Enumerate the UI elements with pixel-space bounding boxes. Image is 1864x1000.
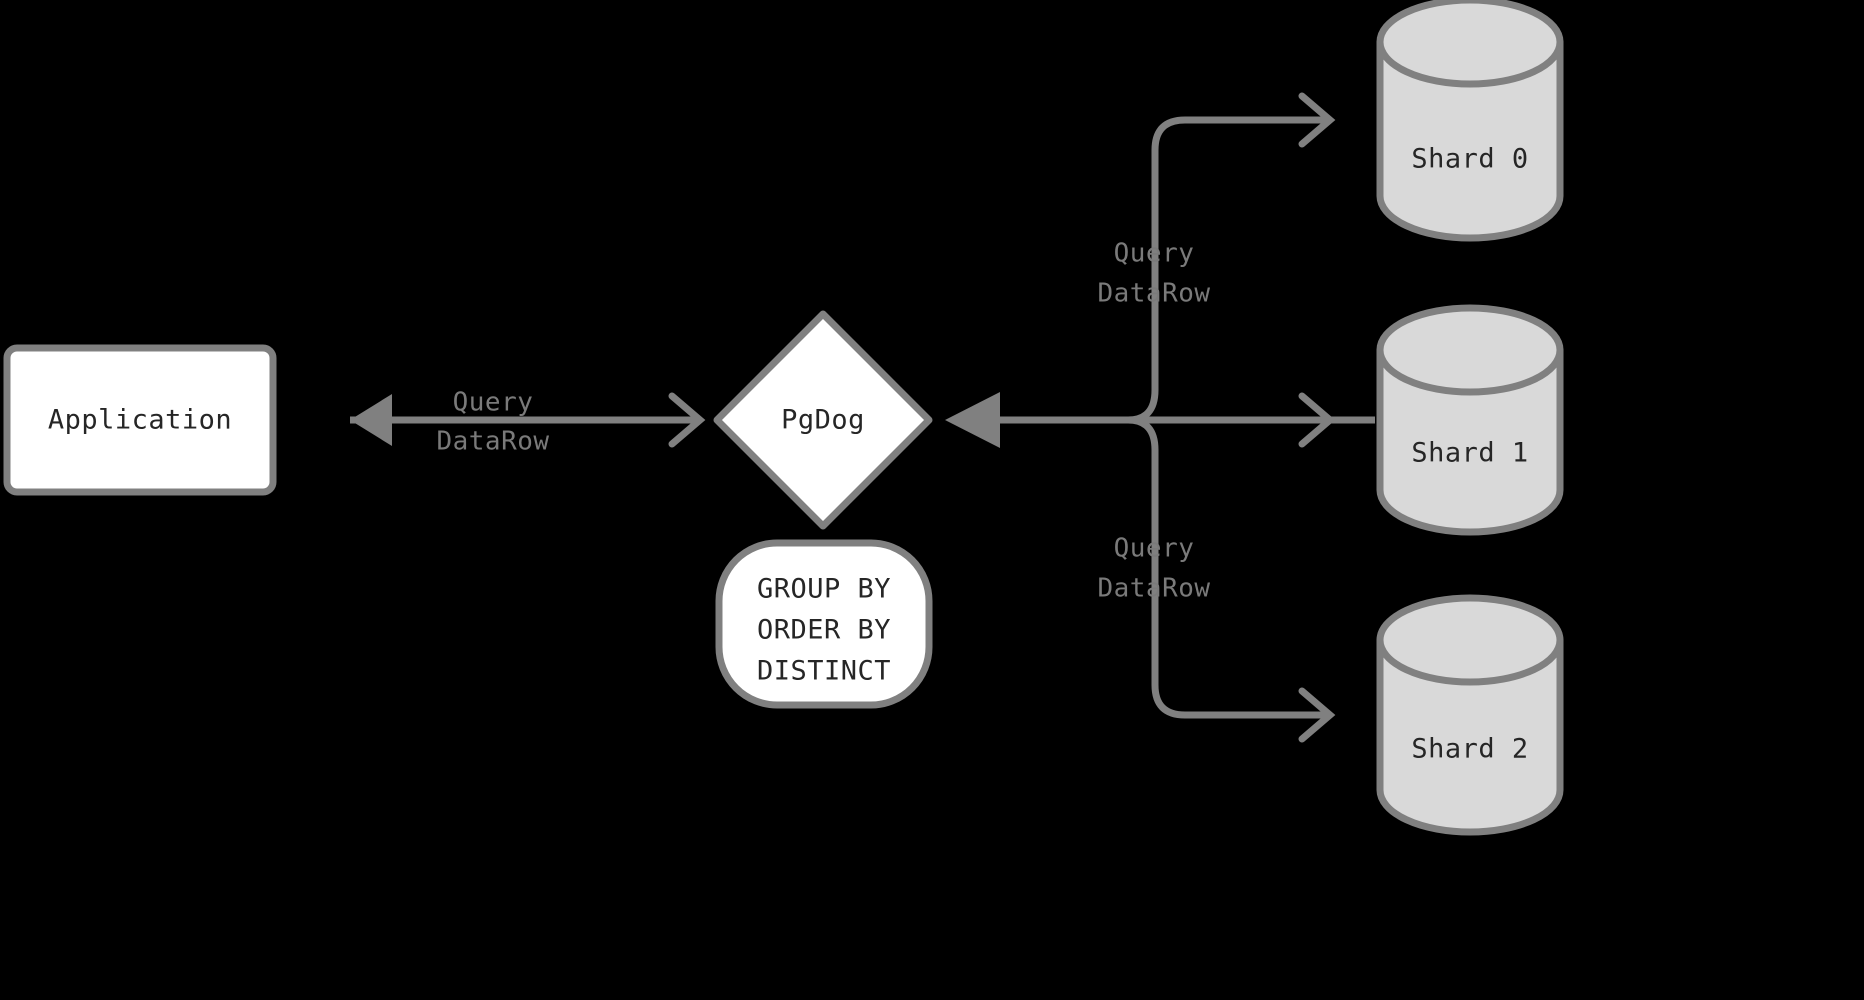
node-operations[interactable]: GROUP BY ORDER BY DISTINCT	[715, 539, 933, 709]
application-label: Application	[48, 405, 232, 436]
edge-label-shard-top-line1: Query	[1114, 239, 1195, 269]
shard2-label: Shard 2	[1411, 734, 1528, 765]
shard1-cylinder-top	[1376, 304, 1564, 396]
node-pgdog[interactable]: PgDog	[713, 310, 933, 530]
shard0-cylinder-body[interactable]	[1376, 38, 1564, 242]
operations-box[interactable]	[715, 539, 933, 709]
edge-label-shard-top: Query DataRow	[1097, 239, 1210, 309]
edge-pgdog-to-application	[350, 394, 560, 446]
edge-label-shard-bottom: Query DataRow	[1097, 534, 1210, 604]
node-application[interactable]: Application	[3, 344, 277, 496]
arrowhead-to-shard0	[1298, 92, 1336, 148]
edge-label-app-pgdog-line2: DataRow	[436, 427, 549, 457]
application-box[interactable]	[3, 344, 277, 496]
pgdog-diamond[interactable]	[713, 310, 933, 530]
shard2-cylinder-body[interactable]	[1376, 636, 1564, 836]
arrowhead-to-application	[350, 394, 392, 446]
edge-label-shard-bottom-line2: DataRow	[1097, 574, 1210, 604]
edge-label-shard-top-line2: DataRow	[1097, 279, 1210, 309]
shard0-label: Shard 0	[1411, 144, 1528, 175]
edge-application-to-pgdog	[557, 392, 706, 448]
operations-line-distinct: DISTINCT	[757, 656, 891, 687]
pgdog-label: PgDog	[781, 405, 865, 436]
edge-label-app-pgdog: Query DataRow	[436, 388, 549, 457]
edge-label-shard-bottom-line1: Query	[1114, 534, 1195, 564]
edge-pgdog-to-shard1	[1155, 392, 1336, 448]
arrowhead-to-pgdog-right	[945, 392, 1000, 448]
shard2-cylinder-top	[1376, 594, 1564, 686]
arrowhead-to-shard2	[1298, 687, 1336, 743]
edge-pgdog-to-shard0	[1127, 92, 1336, 424]
node-shard2[interactable]: Shard 2	[1376, 594, 1564, 836]
shard1-cylinder-body[interactable]	[1376, 346, 1564, 536]
edge-label-app-pgdog-line1: Query	[453, 388, 534, 418]
arrowhead-to-shard1	[1298, 392, 1336, 448]
operations-line-group-by: GROUP BY	[757, 574, 891, 605]
node-shard0[interactable]: Shard 0	[1376, 0, 1564, 242]
shard0-cylinder-top	[1376, 0, 1564, 88]
node-shard1[interactable]: Shard 1	[1376, 304, 1564, 536]
arrowhead-to-pgdog-left	[668, 392, 706, 448]
shard1-label: Shard 1	[1411, 438, 1528, 469]
edge-pgdog-to-shard2	[1127, 416, 1336, 743]
operations-line-order-by: ORDER BY	[757, 615, 891, 646]
